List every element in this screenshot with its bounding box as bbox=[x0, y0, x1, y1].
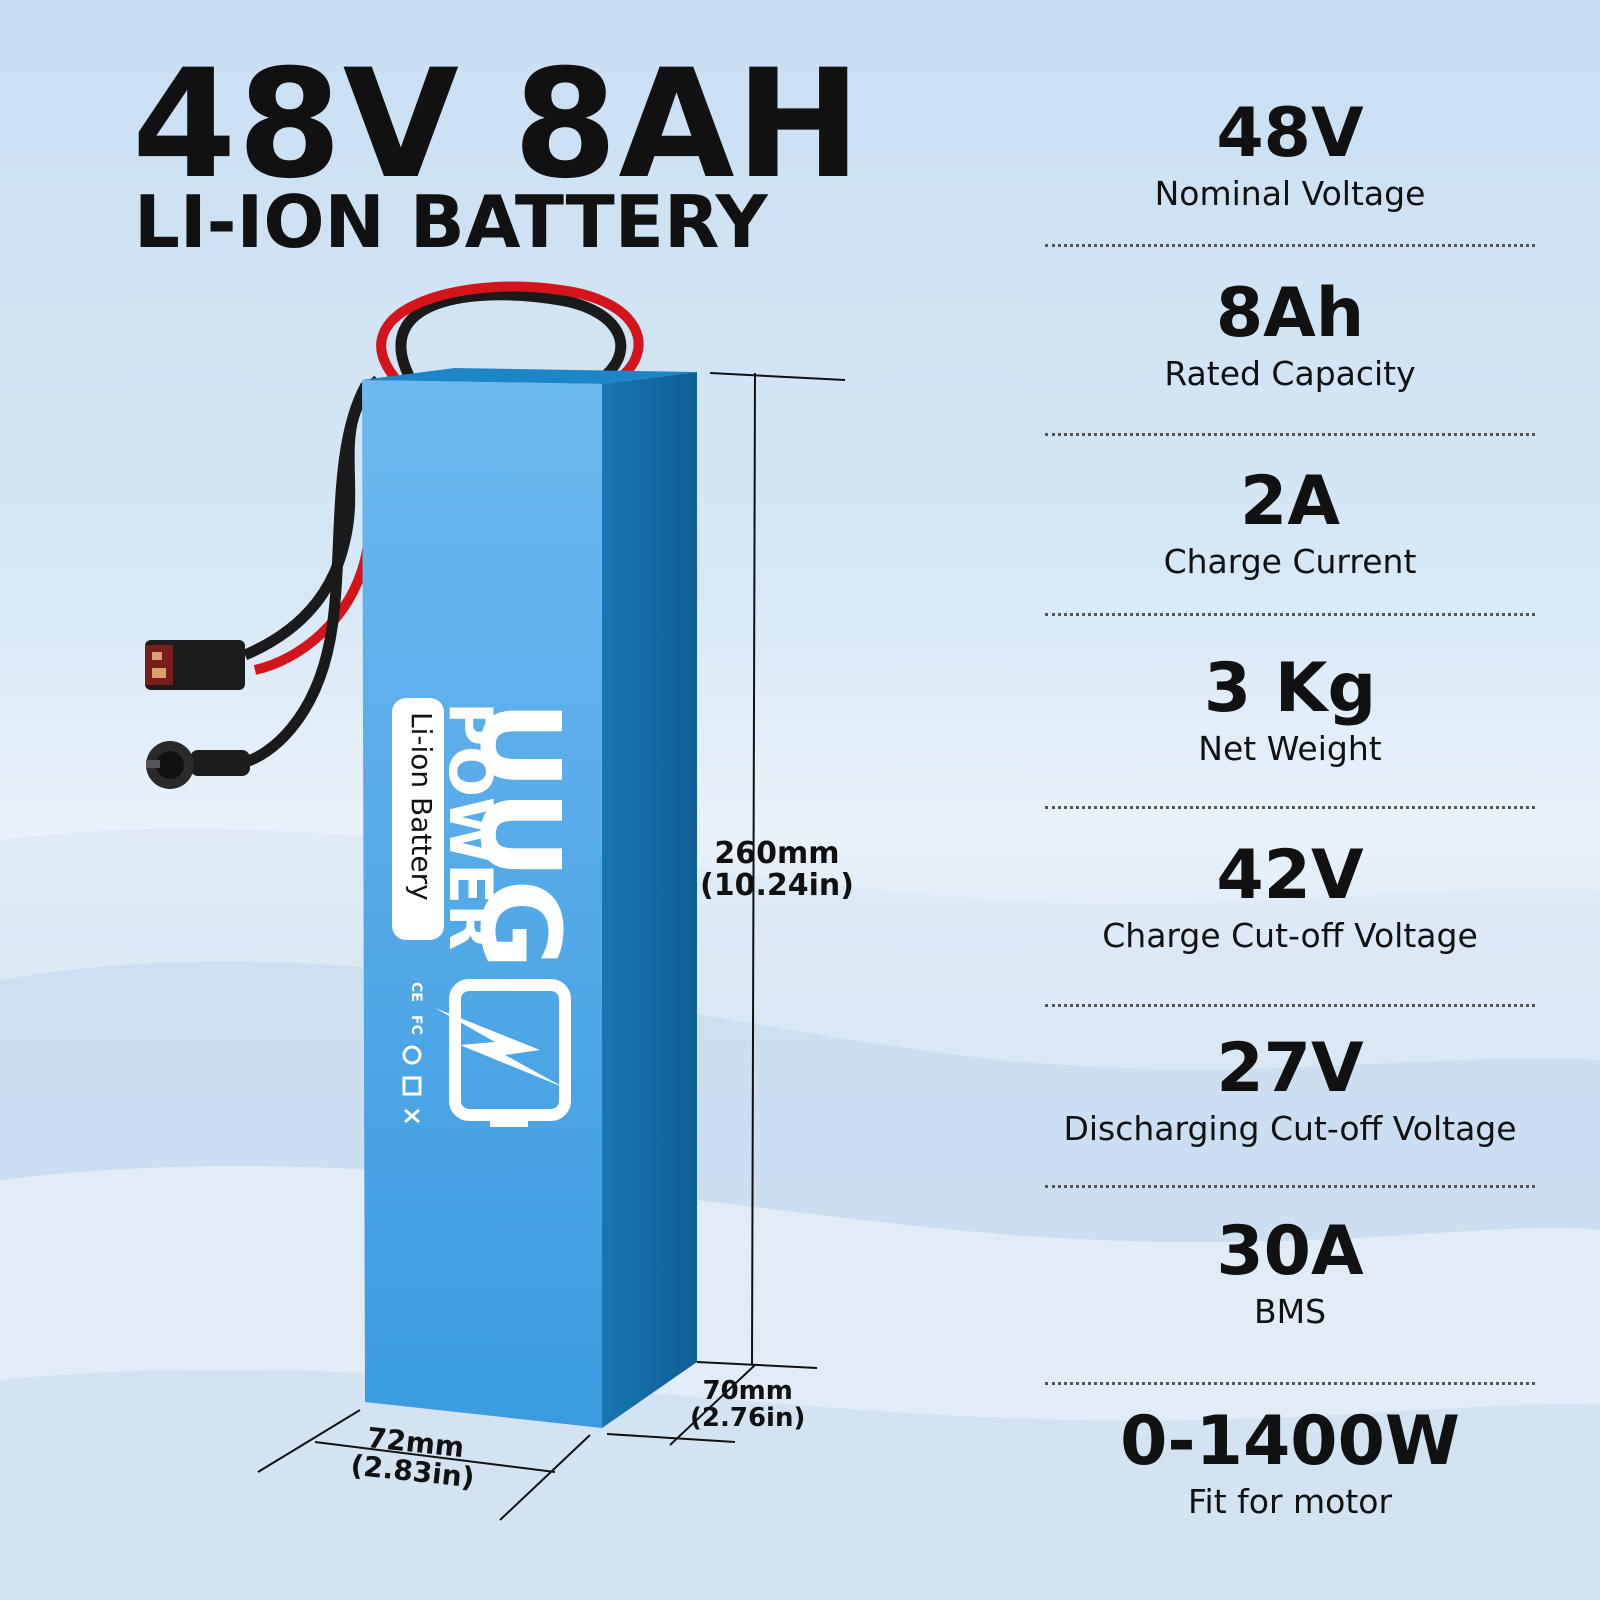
battery-tag-background bbox=[392, 698, 444, 940]
lightning-battery-icon bbox=[435, 979, 571, 1127]
spec-divider bbox=[1045, 433, 1535, 436]
ce-mark-icon: CE bbox=[408, 982, 424, 1002]
spec-value: 27V bbox=[1216, 1029, 1364, 1108]
spec-net-weight: 3 Kg Net Weight bbox=[1045, 655, 1535, 769]
battery-top bbox=[362, 368, 697, 384]
spec-bms: 30A BMS bbox=[1045, 1218, 1535, 1332]
spec-discharge-cutoff: 27V Discharging Cut-off Voltage bbox=[1045, 1035, 1535, 1149]
spec-rated-capacity: 8Ah Rated Capacity bbox=[1045, 280, 1535, 394]
spec-charge-cutoff: 42V Charge Cut-off Voltage bbox=[1045, 842, 1535, 956]
spec-label: Rated Capacity bbox=[1164, 354, 1416, 393]
spec-label: Charge Cut-off Voltage bbox=[1102, 916, 1478, 955]
spec-label: Discharging Cut-off Voltage bbox=[1063, 1109, 1517, 1148]
weee-bin-icon bbox=[402, 1076, 422, 1096]
spec-value: 3 Kg bbox=[1203, 649, 1377, 728]
spec-divider bbox=[1045, 806, 1535, 809]
spec-divider bbox=[1045, 613, 1535, 616]
fc-mark-icon: FC bbox=[408, 1015, 424, 1035]
spec-label: BMS bbox=[1253, 1292, 1327, 1331]
spec-value: 48V bbox=[1216, 94, 1364, 173]
spec-label: Fit for motor bbox=[1187, 1482, 1393, 1521]
dc-round-plug-icon bbox=[146, 741, 250, 789]
spec-label: Charge Current bbox=[1163, 542, 1417, 581]
spec-value: 0-1400W bbox=[1120, 1402, 1460, 1481]
battery-brand-power: POWER bbox=[435, 702, 505, 951]
spec-motor-power: 0-1400W Fit for motor bbox=[1045, 1408, 1535, 1522]
dimension-lines bbox=[257, 372, 846, 1521]
battery-side bbox=[602, 372, 697, 1428]
dimension-depth-mm: 70mm bbox=[702, 1376, 793, 1406]
headline-title: 48V 8AH bbox=[132, 38, 863, 212]
spec-divider bbox=[1045, 1004, 1535, 1007]
battery-front bbox=[362, 380, 602, 1428]
spec-value: 8Ah bbox=[1215, 274, 1365, 353]
spec-value: 42V bbox=[1216, 836, 1364, 915]
spec-charge-current: 2A Charge Current bbox=[1045, 468, 1535, 582]
flame-safety-icon bbox=[404, 1108, 420, 1124]
dimension-height-in: (10.24in) bbox=[700, 867, 854, 903]
spec-label: Nominal Voltage bbox=[1154, 174, 1426, 213]
spec-divider bbox=[1045, 244, 1535, 247]
dimension-depth-label: 70mm (2.76in) bbox=[690, 1376, 806, 1434]
dimension-height-mm: 260mm bbox=[714, 836, 840, 871]
spec-value: 30A bbox=[1216, 1212, 1364, 1291]
t-plug-connector-icon bbox=[145, 640, 245, 690]
dimension-depth-in: (2.76in) bbox=[690, 1403, 806, 1434]
dimension-width-label: 72mm (2.83in) bbox=[349, 1421, 479, 1495]
spec-label: Net Weight bbox=[1198, 729, 1382, 768]
battery-tag-text: Li-ion Battery bbox=[405, 712, 438, 901]
spec-divider bbox=[1045, 1382, 1535, 1385]
headline-subtitle: LI-ION BATTERY bbox=[134, 180, 768, 264]
recycle-icon bbox=[402, 1045, 422, 1065]
dimension-height-label: 260mm (10.24in) bbox=[700, 838, 854, 901]
spec-nominal-voltage: 48V Nominal Voltage bbox=[1045, 100, 1535, 214]
spec-value: 2A bbox=[1240, 462, 1340, 541]
spec-divider bbox=[1045, 1185, 1535, 1188]
